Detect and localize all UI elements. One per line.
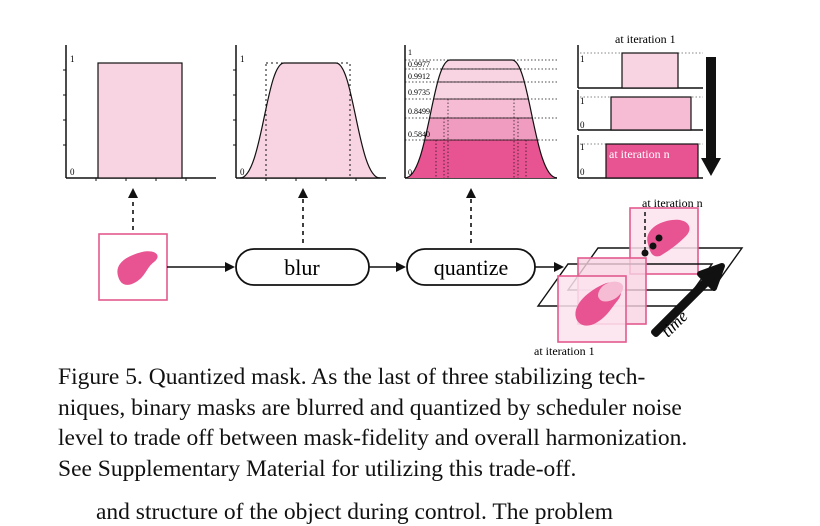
timeline-bottom-label: at iteration 1 <box>534 344 595 358</box>
time-axis-arrow <box>651 263 725 337</box>
timeline-top-label: at iteration n <box>642 196 703 210</box>
iteration-masks-plot: at iteration 1 1 1 0 1 0 at iteration n <box>577 32 721 179</box>
body-text-cutoff: and structure of the object during contr… <box>96 499 614 525</box>
iteration-n-label: at iteration n <box>609 147 670 161</box>
svg-text:1: 1 <box>580 142 585 152</box>
y-label-bottom: 0 <box>70 167 75 177</box>
time-arrow-shaft <box>706 57 716 161</box>
level-label-1: 0.9912 <box>408 72 430 81</box>
level-label-3: 0.8499 <box>408 107 430 116</box>
svg-text:1: 1 <box>580 96 585 106</box>
binary-mask-plot: 1 0 <box>63 45 216 181</box>
time-label: time <box>657 306 691 340</box>
quantize-label: quantize <box>434 255 509 280</box>
original-mask-outline <box>265 62 351 179</box>
dashed-up-arrows <box>128 188 476 243</box>
blurred-curve <box>239 62 381 179</box>
y-label-top: 1 <box>70 54 75 64</box>
y-label-bottom: 0 <box>580 167 585 177</box>
svg-text:1: 1 <box>580 54 585 64</box>
iteration-1-label: at iteration 1 <box>615 32 676 46</box>
y-label-top: 1 <box>240 54 245 64</box>
level-label-4: 0.5840 <box>408 130 430 139</box>
timeline: at iteration n at iteration 1 time <box>534 196 744 358</box>
blur-label: blur <box>284 255 320 280</box>
caption-line-3: level to trade off between mask-fidelity… <box>58 425 688 451</box>
iteration-mid-mask <box>610 96 692 131</box>
caption-line-1: Figure 5. Quantized mask. As the last of… <box>58 364 646 390</box>
y-label-bottom: 0 <box>408 168 412 177</box>
mask-rect <box>97 62 183 179</box>
time-arrow-head <box>701 158 721 176</box>
y-label-bottom: 0 <box>240 167 245 177</box>
level-label-0: 0.9977 <box>408 60 430 69</box>
figure-caption: Figure 5. Quantized mask. As the last of… <box>58 362 768 484</box>
quantized-mask-figure: 1 0 1 0 <box>63 32 744 358</box>
iteration-n-mask <box>605 143 699 179</box>
y-label-top: 1 <box>408 48 412 57</box>
quantized-mask-plot: 1 0.9977 0.9912 0.9735 0.8499 0.5840 0 <box>404 45 558 179</box>
level-label-2: 0.9735 <box>408 88 430 97</box>
input-mask-shape <box>117 251 158 285</box>
iteration-1-mask <box>621 52 679 89</box>
blurred-mask-plot: 1 0 <box>233 45 386 181</box>
pipeline: blur quantize <box>98 233 564 301</box>
caption-line-4: See Supplementary Material for utilizing… <box>58 455 577 482</box>
svg-text:0: 0 <box>580 120 585 130</box>
caption-line-2: niques, binary masks are blurred and qua… <box>58 394 682 421</box>
